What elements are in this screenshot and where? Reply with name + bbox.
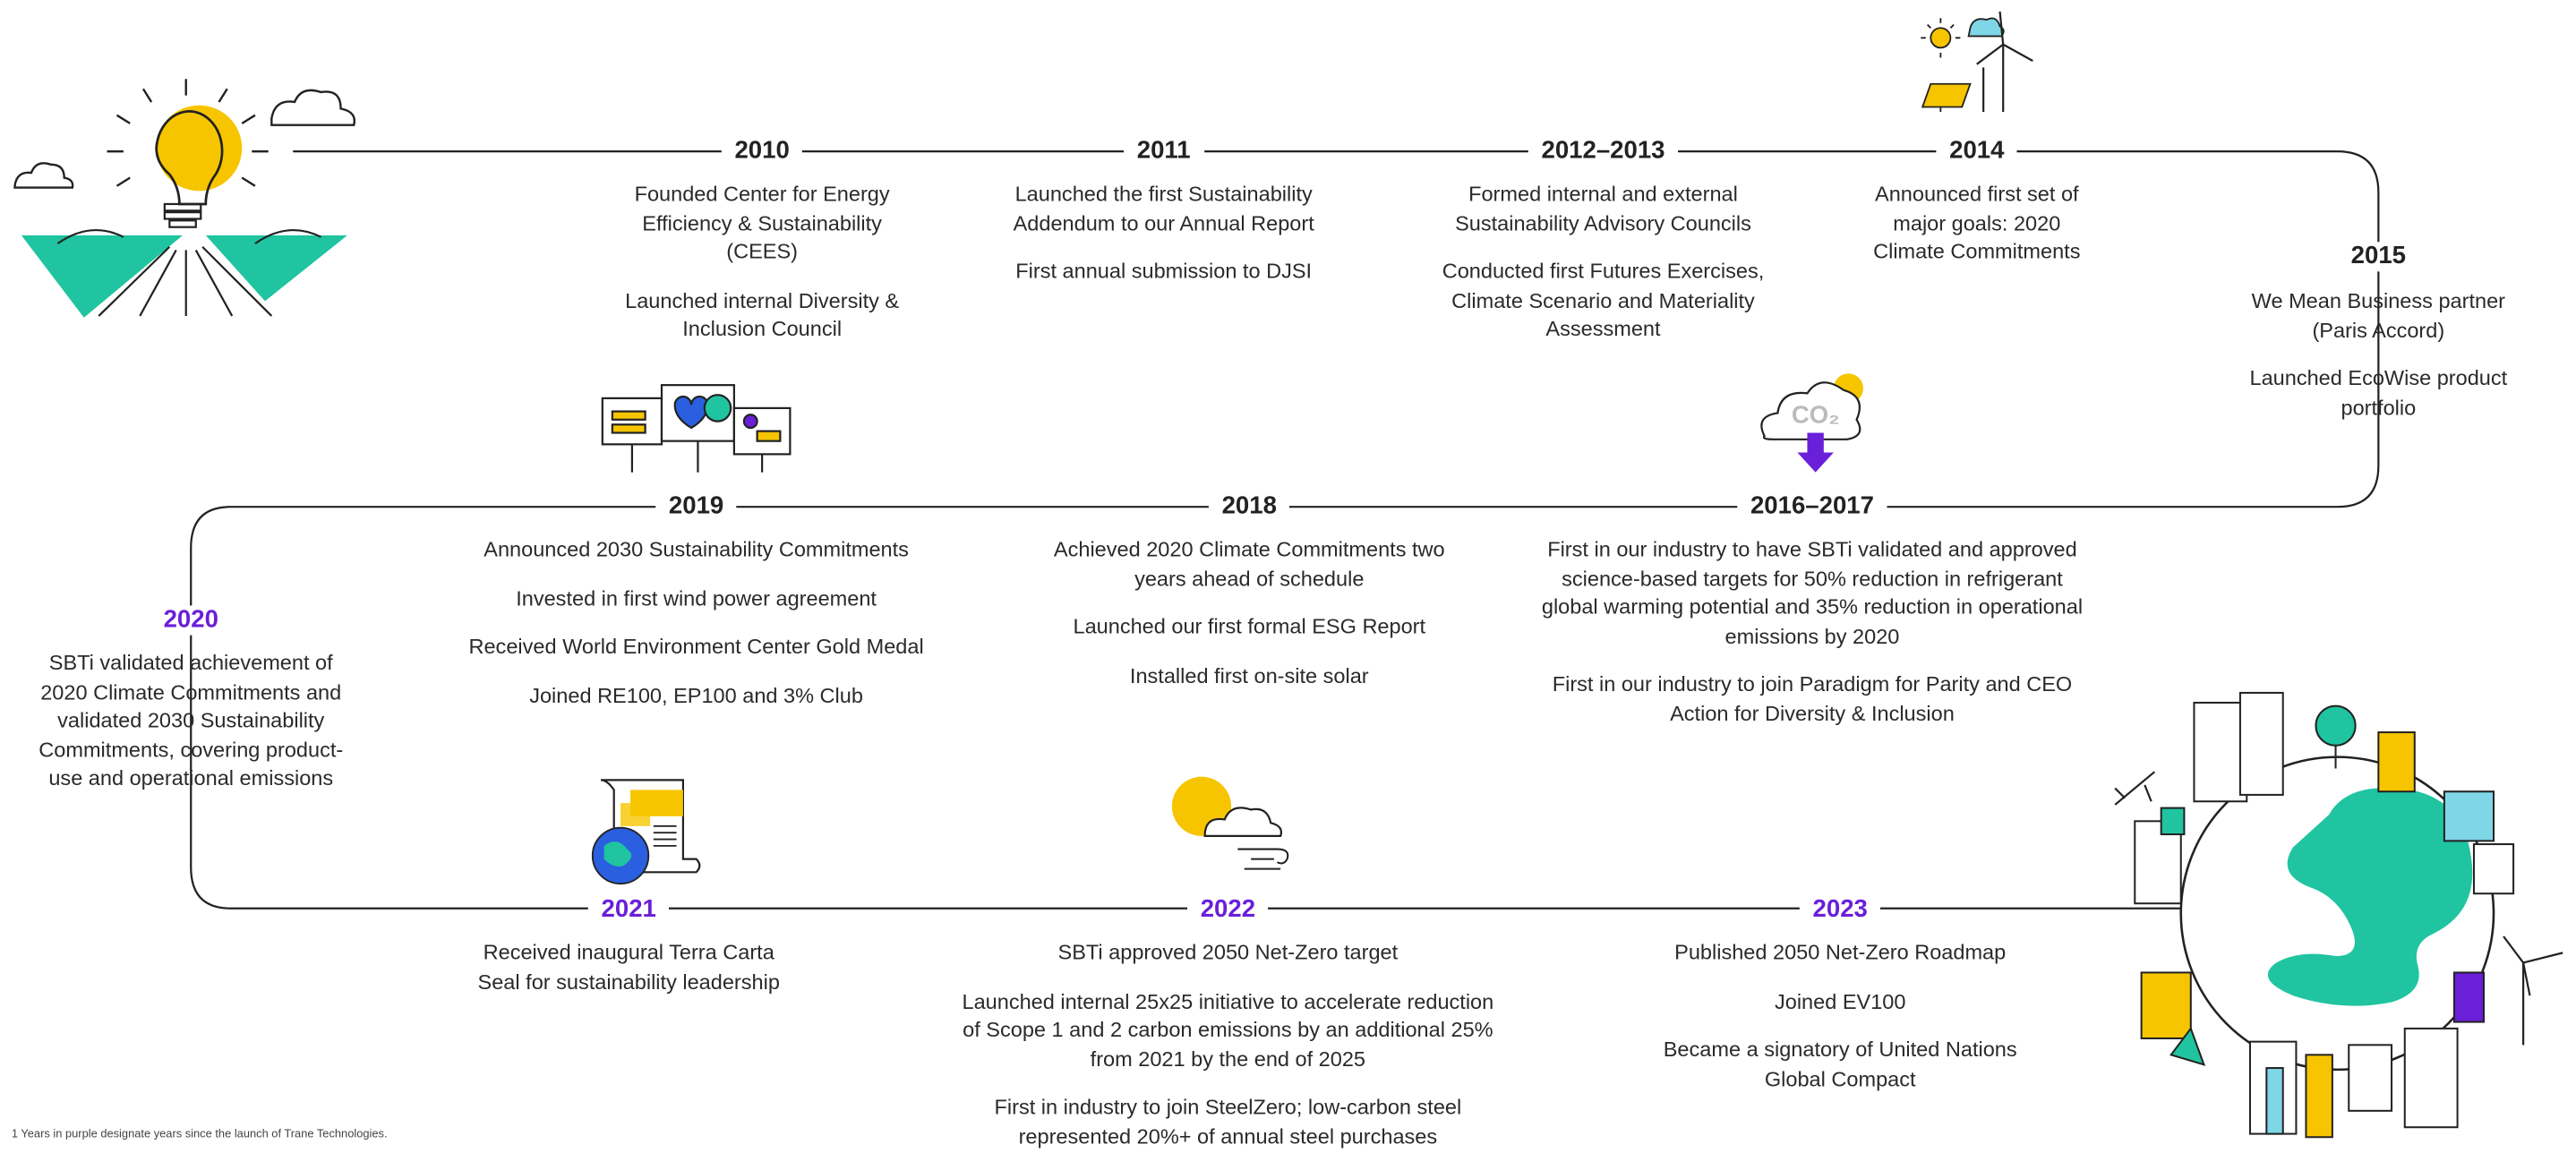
milestone-text: Launched internal Diversity & Inclusion … [625,286,900,341]
milestone-2012-2013: Formed internal and external Sustainabil… [1432,179,1774,363]
city-globe-icon [2114,691,2563,1139]
footnote: 1 Years in purple designate years since … [11,1129,388,1140]
milestone-2021: Received inaugural Terra Carta Seal for … [464,938,793,1015]
milestone-text: SBTi validated achievement of 2020 Clima… [39,650,344,790]
milestone-text: Joined EV100 [1774,987,1906,1013]
milestone-text: Launched EcoWise product portfolio [2249,365,2508,419]
year-2019: 2019 [655,491,737,522]
milestone-text: Conducted first Futures Exercises, Clima… [1442,258,1765,341]
year-2020: 2020 [150,605,232,636]
year-2023: 2023 [1799,895,1881,926]
year-2018: 2018 [1208,491,1290,522]
milestone-text: Achieved 2020 Climate Commitments two ye… [1053,536,1445,591]
year-2022: 2022 [1186,895,1269,926]
year-2016-2017: 2016–2017 [1737,491,1887,522]
protest-signs-icon [601,384,792,473]
year-2012-2013: 2012–2013 [1528,136,1679,167]
year-2021: 2021 [587,895,670,926]
milestone-text: Received World Environment Center Gold M… [468,633,924,659]
co2-label: CO₂ [1792,400,1840,428]
milestone-2016-2017: First in our industry to have SBTi valid… [1541,534,2084,747]
milestone-text: Founded Center for Energy Efficiency & S… [634,181,890,264]
year-2015: 2015 [2337,242,2419,272]
milestone-text: First annual submission to DJSI [1015,258,1313,284]
milestone-text: Announced 2030 Sustainability Commitment… [484,536,909,561]
co2-cloud-icon: CO₂ [1760,373,1863,473]
charter-scroll-icon [591,779,701,885]
milestone-2019: Announced 2030 Sustainability Commitment… [432,534,959,729]
milestone-text: Joined RE100, EP100 and 3% Club [529,681,863,707]
milestone-text: Invested in first wind power agreement [516,585,877,611]
milestone-2014: Announced first set of major goals: 2020… [1855,179,2099,286]
milestone-2011: Launched the first Sustainability Addend… [991,179,1337,305]
milestone-2015: We Mean Business partner (Paris Accord) … [2238,286,2519,441]
sun-cloud-icon [1171,776,1289,870]
milestone-2018: Achieved 2020 Climate Commitments two ye… [1043,534,1455,709]
milestone-2022: SBTi approved 2050 Net-Zero target Launc… [956,938,1500,1170]
year-2010: 2010 [721,136,803,167]
milestone-text: Launched internal 25x25 initiative to ac… [962,987,1494,1071]
lightbulb-icon [13,79,356,318]
milestone-text: Installed first on-site solar [1129,662,1369,687]
milestone-text: SBTi approved 2050 Net-Zero target [1057,939,1399,965]
milestone-text: First in our industry to have SBTi valid… [1541,536,2084,648]
milestone-text: Received inaugural Terra Carta Seal for … [477,939,780,994]
year-2014: 2014 [1936,136,2018,167]
milestone-text: First in our industry to join Paradigm f… [1552,671,2073,725]
milestone-2010: Founded Center for Energy Efficiency & S… [614,179,911,363]
milestone-text: Formed internal and external Sustainabil… [1455,181,1751,235]
milestone-text: Launched our first formal ESG Report [1073,613,1426,639]
milestone-text: First in industry to join SteelZero; low… [994,1094,1462,1149]
milestone-text: Published 2050 Net-Zero Roadmap [1674,939,2007,965]
milestone-text: We Mean Business partner (Paris Accord) [2251,287,2506,342]
solar-wind-icon [1921,11,2033,113]
milestone-text: Launched the first Sustainability Addend… [1013,181,1314,235]
milestone-text: Became a signatory of United Nations Glo… [1663,1037,2017,1090]
milestone-text: Announced first set of major goals: 2020… [1873,181,2081,264]
milestone-2023: Published 2050 Net-Zero Roadmap Joined E… [1659,938,2021,1113]
milestone-2020: SBTi validated achievement of 2020 Clima… [26,648,355,812]
year-2011: 2011 [1124,136,1204,167]
